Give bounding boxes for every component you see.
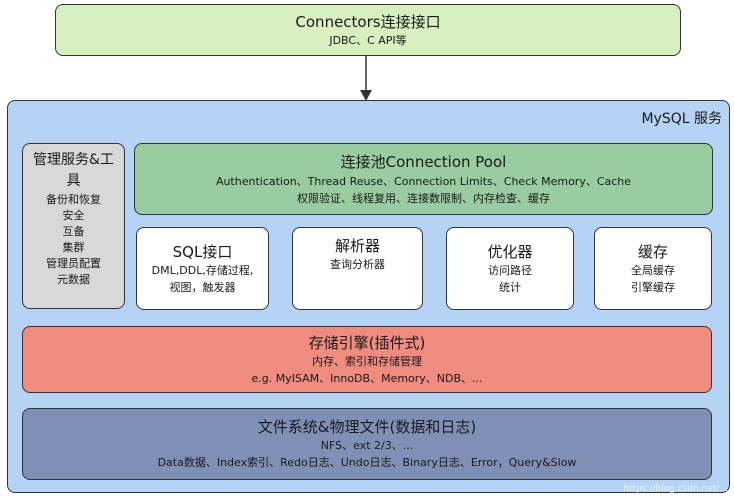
mysql-service-label: MySQL 服务	[641, 111, 722, 127]
connection-pool-box: 连接池Connection Pool Authentication、Thread…	[134, 143, 713, 215]
management-item: 安全	[62, 209, 85, 222]
optimizer-line1: 访问路径	[488, 263, 532, 277]
management-item: 互备	[62, 225, 85, 238]
storage-engine-box: 存储引擎(插件式) 内存、索引和存储管理 e.g. MyISAM、InnoDB、…	[22, 326, 712, 393]
optimizer-title: 优化器	[487, 242, 533, 261]
connectors-box: Connectors连接接口 JDBC、C API等	[55, 4, 681, 56]
storage-engine-line2: e.g. MyISAM、InnoDB、Memory、NDB、...	[251, 371, 483, 385]
management-item: 备份和恢复	[46, 193, 101, 206]
optimizer-box: 优化器 访问路径 统计	[446, 227, 574, 310]
file-system-line2: Data数据、Index索引、Redo日志、Undo日志、Binary日志、Er…	[157, 456, 577, 469]
management-tools-box: 管理服务&工具 备份和恢复 安全 互备 集群 管理员配置 元数据	[22, 143, 125, 309]
management-item: 集群	[62, 241, 85, 254]
cache-line1: 全局缓存	[631, 263, 675, 277]
file-system-title: 文件系统&物理文件(数据和日志)	[257, 418, 477, 436]
sql-interface-line1: DML,DDL,存储过程,	[151, 263, 254, 277]
connectors-subtitle: JDBC、C API等	[329, 33, 407, 47]
file-system-line1: NFS、ext 2/3、...	[320, 439, 414, 452]
cache-box: 缓存 全局缓存 引擎缓存	[594, 227, 712, 310]
parser-line1: 查询分析器	[330, 258, 385, 271]
connection-pool-line-en: Authentication、Thread Reuse、Connection L…	[215, 175, 632, 188]
sql-interface-box: SQL接口 DML,DDL,存储过程, 视图，触发器	[136, 227, 269, 310]
storage-engine-title: 存储引擎(插件式)	[308, 333, 426, 352]
management-item: 元数据	[57, 273, 90, 286]
sql-interface-line2: 视图，触发器	[169, 280, 236, 294]
storage-engine-line1: 内存、索引和存储管理	[312, 354, 422, 368]
parser-title: 解析器	[334, 237, 380, 255]
management-title: 管理服务&工具	[33, 152, 114, 189]
parser-box: 解析器 查询分析器	[292, 227, 423, 310]
file-system-box: 文件系统&物理文件(数据和日志) NFS、ext 2/3、... Data数据、…	[22, 408, 712, 480]
watermark: https://blog.csdn.net/...	[623, 484, 728, 494]
optimizer-line2: 统计	[499, 280, 521, 294]
connectors-title: Connectors连接接口	[295, 12, 441, 31]
connection-pool-line-cn: 权限验证、线程复用、连接数限制、内存检查、缓存	[297, 192, 550, 205]
management-item: 管理员配置	[46, 257, 101, 270]
down-arrow-icon	[360, 56, 372, 101]
sql-interface-title: SQL接口	[172, 242, 233, 261]
cache-line2: 引擎缓存	[631, 280, 675, 294]
cache-title: 缓存	[637, 242, 668, 261]
management-items: 备份和恢复 安全 互备 集群 管理员配置 元数据	[46, 192, 101, 288]
connection-pool-title: 连接池Connection Pool	[340, 153, 507, 171]
